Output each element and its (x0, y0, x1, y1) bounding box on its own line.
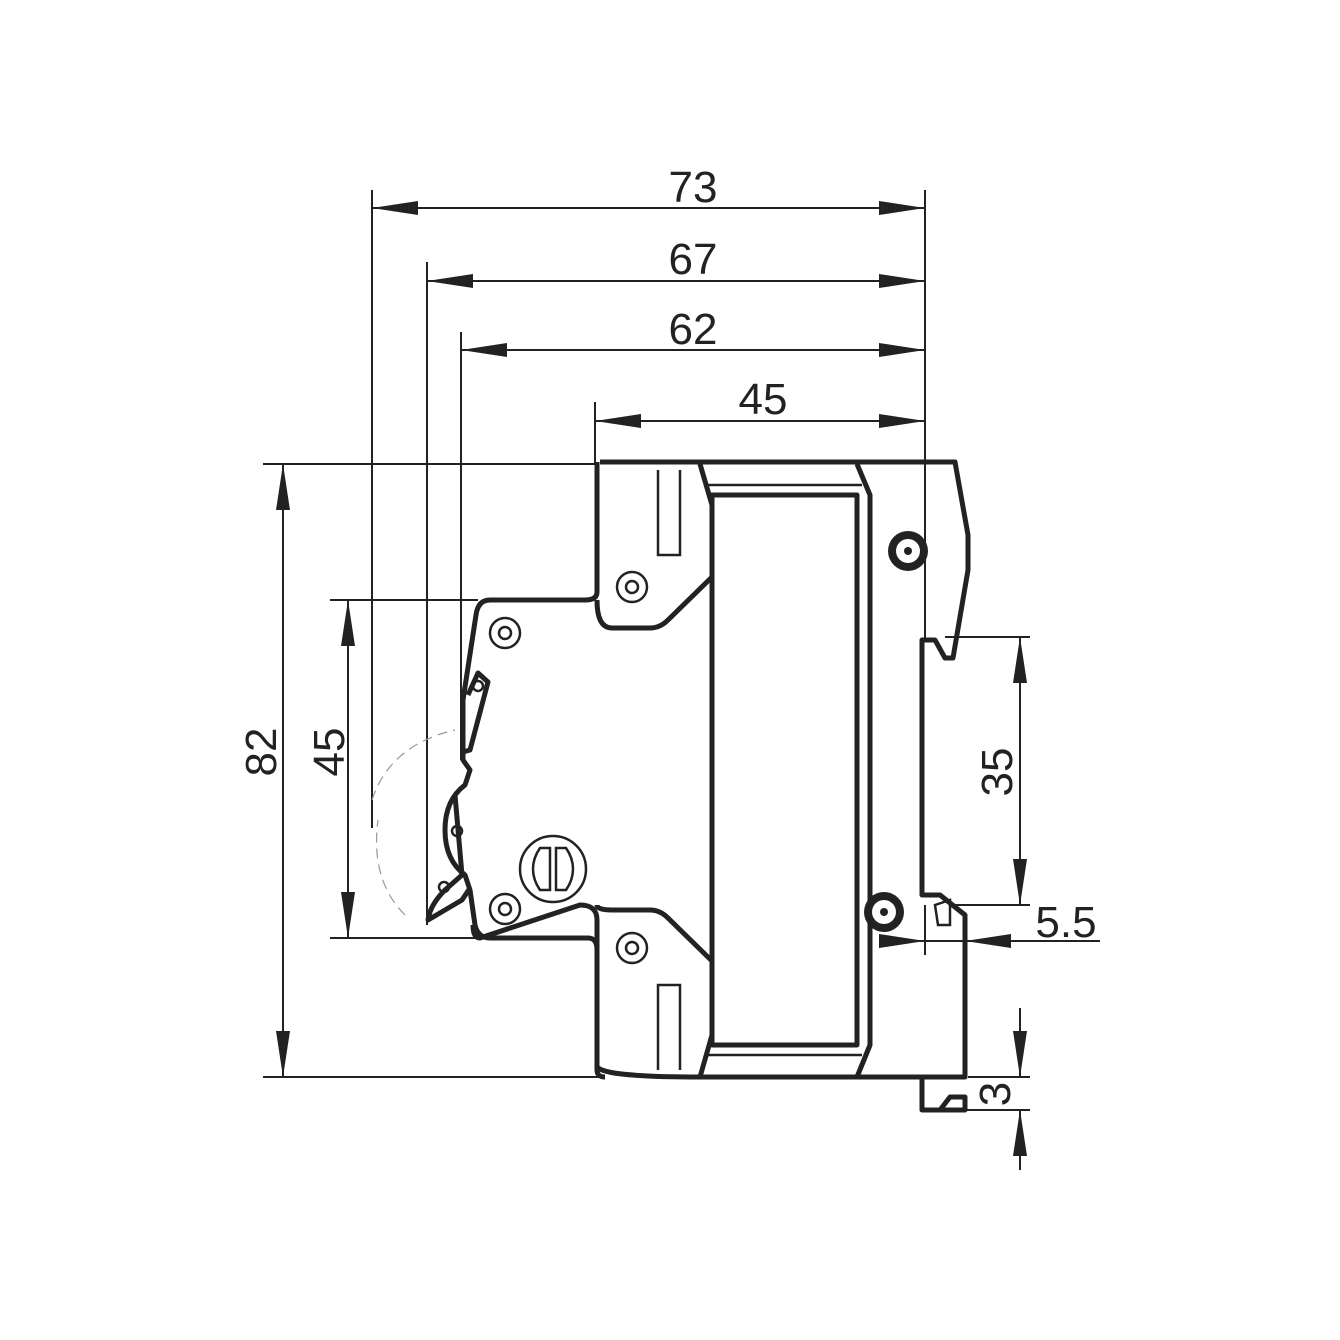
dimension-3: 3 (971, 1008, 1027, 1170)
dimension-label-82: 82 (237, 728, 286, 777)
screw-icon (488, 892, 522, 926)
screw-icon (615, 570, 649, 604)
dimension-label-5-5: 5.5 (1035, 898, 1096, 947)
screw-icon (615, 931, 649, 965)
dimension-label-67: 67 (669, 235, 718, 284)
dimension-45-top: 45 (595, 375, 925, 428)
dimension-5-5: 5.5 (879, 898, 1100, 948)
dimension-label-62: 62 (669, 305, 718, 354)
screw-icon (488, 616, 522, 650)
dimension-label-73: 73 (669, 163, 718, 212)
breaker-housing (442, 459, 971, 1113)
slotted-screw-icon (518, 834, 588, 904)
dimension-35: 35 (973, 637, 1027, 905)
screws (488, 531, 928, 965)
dimension-67: 67 (427, 235, 925, 288)
dimension-45-front: 45 (305, 600, 355, 938)
extension-lines (263, 190, 1030, 1111)
terminal-screw-icon (888, 531, 928, 571)
dimension-label-3: 3 (971, 1082, 1020, 1106)
dimension-label-35: 35 (973, 748, 1022, 797)
terminal-screw-icon (864, 892, 904, 932)
dimension-label-45-front: 45 (305, 728, 354, 777)
toggle-lever (371, 670, 491, 923)
dimension-label-45-top: 45 (739, 375, 788, 424)
dimension-73: 73 (372, 163, 925, 215)
dimension-62: 62 (461, 305, 925, 357)
dimension-82: 82 (237, 464, 290, 1077)
